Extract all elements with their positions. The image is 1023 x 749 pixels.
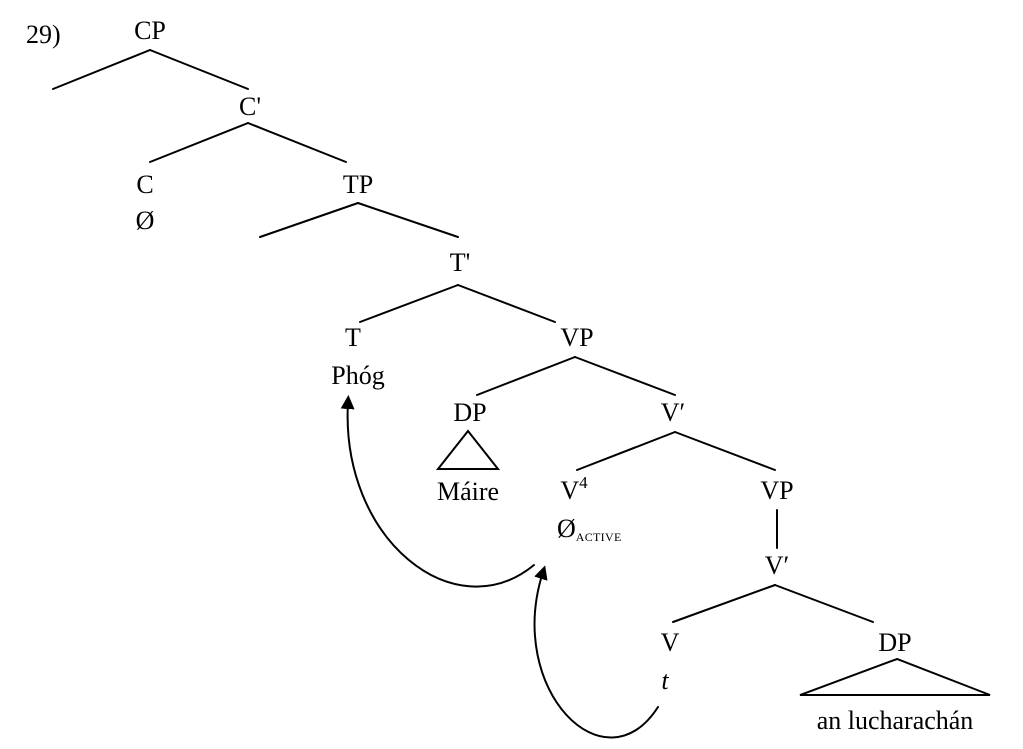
node-t: T (345, 323, 361, 352)
branch-tp-tbar (357, 202, 459, 238)
branch-vbar-v (576, 431, 676, 471)
v-little-null: Ø (557, 514, 576, 543)
node-v-little: V4 (560, 474, 587, 505)
node-cp: CP (134, 16, 166, 45)
branch-tp-spec (259, 202, 359, 238)
node-dp-object: DP (878, 628, 912, 657)
node-vp-lower: VP (760, 476, 794, 505)
movement-arrow-trace-to-v (533, 565, 659, 739)
node-c: C (136, 170, 154, 199)
branch-cp-spec (52, 49, 151, 90)
dp-subject-triangle (435, 429, 501, 470)
dp-object-triangle (799, 657, 991, 696)
branch-vbar-v-lower (672, 584, 776, 623)
node-v-bar-lower: V′ (764, 551, 790, 580)
node-dp-subject: DP (453, 398, 487, 427)
node-v-bar-upper: V′ (660, 398, 686, 427)
node-v-lower: V (660, 628, 680, 657)
branch-vbar-dp-lower (774, 584, 874, 623)
trace: t (661, 666, 669, 695)
node-vp-upper: VP (560, 323, 594, 352)
v-little-superscript: 4 (579, 473, 588, 492)
c-null-head: Ø (135, 206, 155, 235)
branch-vbar-vp (674, 431, 776, 471)
branch-tbar-vp (457, 284, 556, 323)
v-little-null-head: ØACTIVE (557, 514, 622, 544)
v-little-label: V (560, 476, 580, 505)
branch-cp-cbar (149, 49, 249, 90)
branch-vp-dp (476, 356, 576, 396)
node-tp: TP (342, 170, 374, 199)
branch-cbar-c (149, 122, 249, 163)
branch-tbar-t (359, 284, 459, 323)
active-subscript: ACTIVE (575, 530, 622, 544)
dp-subject-word: Máire (436, 477, 500, 506)
dp-object-words: an lucharachán (816, 706, 974, 735)
movement-arrow-v-to-t (340, 395, 535, 588)
node-t-bar: T' (449, 248, 471, 277)
branch-cbar-tp (247, 122, 347, 163)
branch-vp-vbar (574, 356, 676, 396)
example-number: 29) (26, 20, 61, 49)
t-word: Phóg (331, 361, 385, 390)
node-c-bar: C' (238, 92, 262, 121)
